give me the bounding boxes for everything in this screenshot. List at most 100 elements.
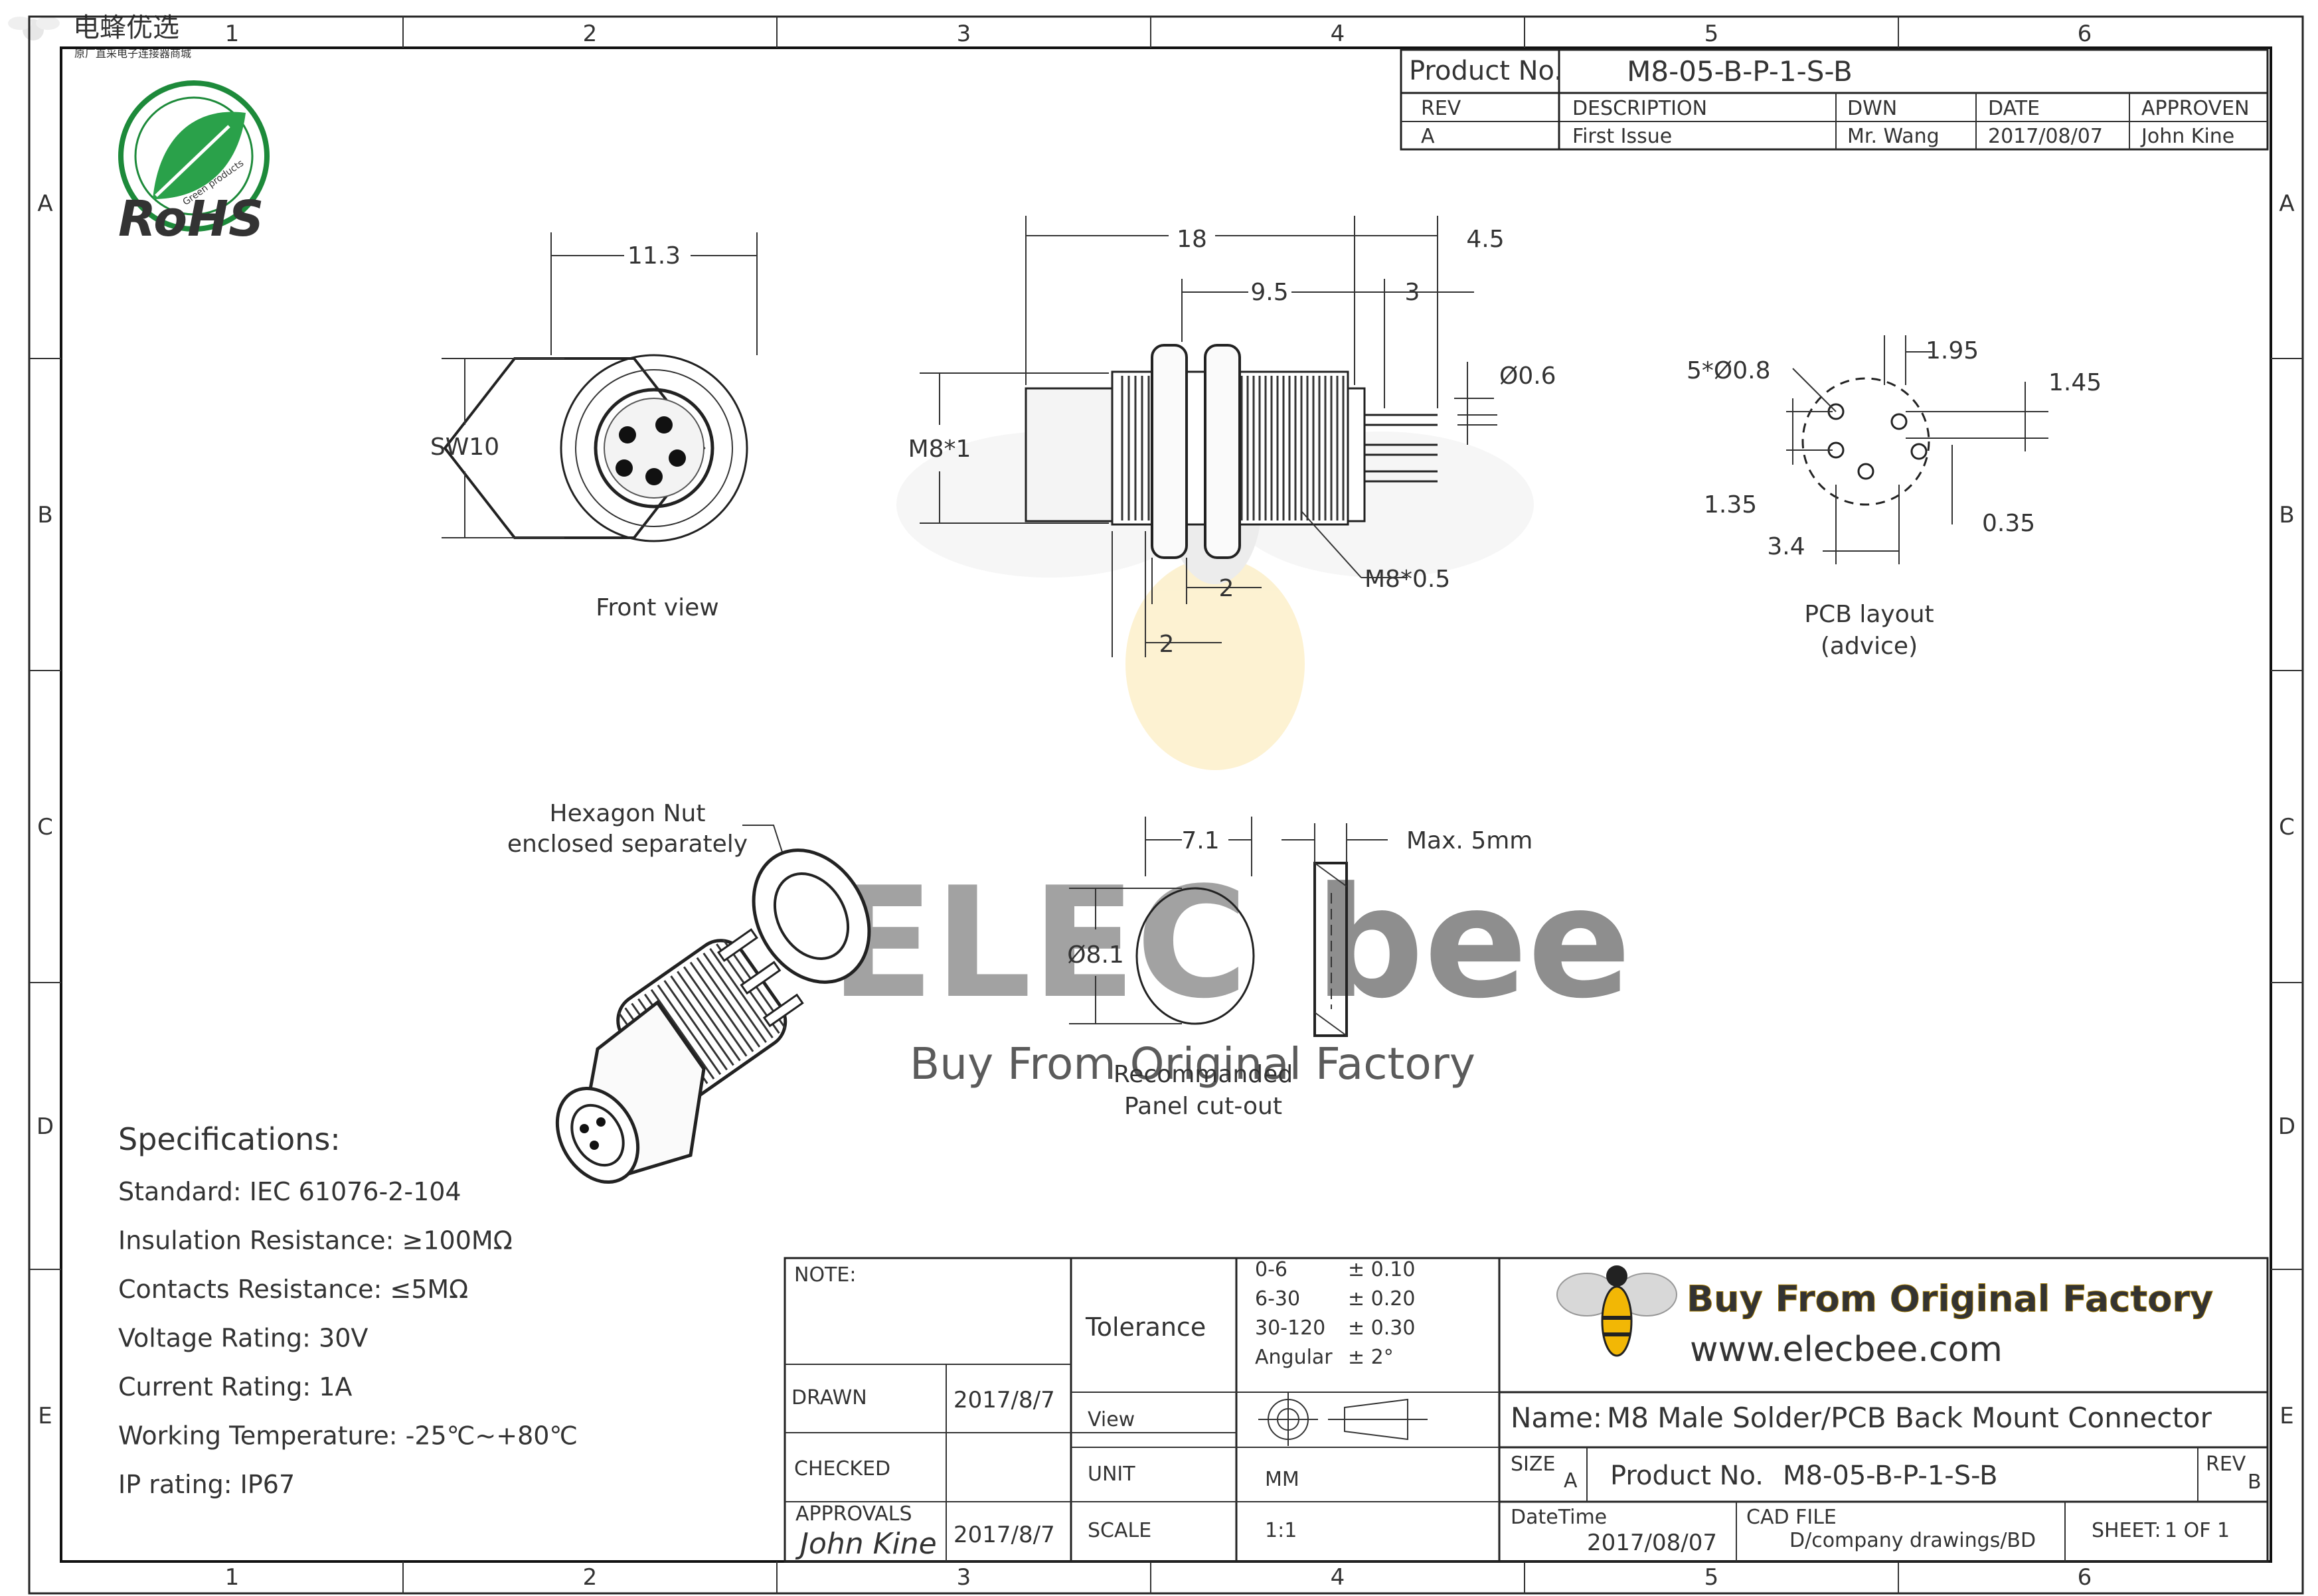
zone-col-top-6: 6 bbox=[2078, 21, 2092, 47]
zone-col-bottom-2: 2 bbox=[583, 1564, 598, 1591]
front-view-drawing bbox=[442, 232, 758, 542]
watermark-logo-bee: bee bbox=[1315, 855, 1631, 1032]
zone-row-left-A: A bbox=[37, 191, 52, 217]
tb-rev-label: REV bbox=[2206, 1453, 2246, 1476]
tb-name-label: Name: bbox=[1511, 1401, 1602, 1434]
zone-row-left-C: C bbox=[37, 814, 53, 840]
tb-name-value: M8 Male Solder/PCB Back Mount Connector bbox=[1607, 1401, 2212, 1434]
pcb-layout-drawing bbox=[1786, 335, 2048, 564]
tb-size-label: SIZE bbox=[1511, 1453, 1555, 1476]
tb-size-value: A bbox=[1564, 1469, 1578, 1492]
tb-datetime-value: 2017/08/07 bbox=[1587, 1530, 1717, 1556]
tb-brand-url[interactable]: www.elecbee.com bbox=[1690, 1330, 2003, 1370]
tb-cad-label: CAD FILE bbox=[1746, 1506, 1837, 1529]
tb-scale-value: 1:1 bbox=[1265, 1519, 1297, 1542]
spec-item: Current Rating: 1A bbox=[118, 1372, 352, 1401]
tb-scale-label: SCALE bbox=[1088, 1519, 1151, 1542]
top-watermark bbox=[8, 17, 60, 40]
side-dim-3: 3 bbox=[1405, 279, 1420, 306]
pcb-dim-1-95: 1.95 bbox=[1926, 337, 1979, 364]
zone-row-right-E: E bbox=[2279, 1403, 2293, 1429]
cutout-caption-2: Panel cut-out bbox=[1124, 1093, 1282, 1120]
spec-item: Contacts Resistance: ≤5MΩ bbox=[118, 1275, 468, 1304]
spec-item: IP rating: IP67 bbox=[118, 1470, 295, 1499]
tb-rev-value: B bbox=[2248, 1471, 2262, 1494]
tol-value: ± 2° bbox=[1348, 1346, 1394, 1369]
top-hdr-date: DATE bbox=[1988, 97, 2040, 120]
watermark-logo-elec: ELEC bbox=[830, 855, 1248, 1032]
zone-col-top-1: 1 bbox=[225, 21, 240, 47]
top-row-approven: John Kine bbox=[2140, 125, 2234, 148]
side-dim-pin: Ø0.6 bbox=[1499, 362, 1556, 390]
zone-row-right-C: C bbox=[2279, 814, 2295, 840]
top-row-desc: First Issue bbox=[1572, 125, 1672, 148]
side-dim-9-5: 9.5 bbox=[1250, 279, 1288, 306]
tb-checked-label: CHECKED bbox=[794, 1457, 890, 1480]
watermark-slogan: Buy From Original Factory bbox=[910, 1038, 1475, 1089]
cutout-dim-8-1: Ø8.1 bbox=[1067, 941, 1124, 969]
tb-cad-value: D/company drawings/BD bbox=[1789, 1529, 2036, 1552]
cutout-dim-7-1: 7.1 bbox=[1181, 827, 1219, 854]
zone-row-right-A: A bbox=[2279, 191, 2294, 217]
tb-datetime-label: DateTime bbox=[1511, 1506, 1607, 1529]
tb-product-label: Product No. bbox=[1610, 1461, 1764, 1491]
pcb-dim-0-35: 0.35 bbox=[1982, 510, 2035, 537]
pcb-caption-1: PCB layout bbox=[1804, 601, 1934, 628]
tol-value: ± 0.30 bbox=[1348, 1317, 1415, 1340]
pcb-holes: 5*Ø0.8 bbox=[1687, 357, 1771, 384]
tb-view-label: View bbox=[1088, 1408, 1135, 1431]
zone-col-top-2: 2 bbox=[583, 21, 598, 47]
tb-brand-slogan: Buy From Original Factory bbox=[1687, 1278, 2213, 1320]
top-title-block bbox=[1400, 48, 2269, 151]
side-dim-nut: 2 bbox=[1219, 575, 1234, 602]
spec-item: Standard: IEC 61076-2-104 bbox=[118, 1177, 461, 1206]
zone-col-bottom-6: 6 bbox=[2078, 1564, 2092, 1591]
tol-value: ± 0.10 bbox=[1348, 1258, 1415, 1281]
tb-sheet-label: SHEET: bbox=[2092, 1519, 2161, 1542]
top-hdr-rev: REV bbox=[1421, 97, 1461, 120]
tb-approvals-date: 2017/8/7 bbox=[953, 1522, 1055, 1548]
watermark-tagline: 原厂直采电子连接器商城 bbox=[74, 47, 191, 60]
top-hdr-approven: APPROVEN bbox=[2141, 97, 2250, 120]
tb-drawn-date: 2017/8/7 bbox=[953, 1387, 1055, 1413]
pcb-dim-3-4: 3.4 bbox=[1767, 533, 1805, 560]
side-dim-18: 18 bbox=[1177, 226, 1207, 253]
cutout-caption-1: Recommanded bbox=[1114, 1061, 1293, 1088]
top-hdr-desc: DESCRIPTION bbox=[1572, 97, 1707, 120]
tb-drawn-label: DRAWN bbox=[791, 1386, 867, 1409]
front-dim-sw: SW10 bbox=[430, 434, 499, 461]
pcb-dim-1-45: 1.45 bbox=[2048, 369, 2102, 396]
hex-nut-note-2: enclosed separately bbox=[507, 831, 748, 858]
spec-item: Voltage Rating: 30V bbox=[118, 1324, 368, 1353]
zone-col-top-4: 4 bbox=[1331, 21, 1345, 47]
side-view-drawing bbox=[920, 216, 1497, 657]
side-dim-thread: M8*1 bbox=[908, 436, 971, 463]
zone-row-left-E: E bbox=[38, 1403, 52, 1429]
bottom-title-block bbox=[784, 1257, 2269, 1563]
pcb-dim-1-35: 1.35 bbox=[1704, 491, 1757, 519]
tol-range: Angular bbox=[1255, 1346, 1333, 1369]
top-row-dwn: Mr. Wang bbox=[1847, 125, 1940, 148]
side-dim-thread-fine: M8*0.5 bbox=[1365, 566, 1450, 593]
zone-col-bottom-3: 3 bbox=[957, 1564, 971, 1591]
pcb-caption-2: (advice) bbox=[1821, 633, 1918, 660]
specs-title: Specifications: bbox=[118, 1121, 341, 1157]
zone-col-top-5: 5 bbox=[1704, 21, 1719, 47]
zone-col-bottom-5: 5 bbox=[1704, 1564, 1719, 1591]
zone-col-bottom-4: 4 bbox=[1331, 1564, 1345, 1591]
tb-approvals-signature: John Kine bbox=[795, 1527, 937, 1561]
front-view-caption: Front view bbox=[596, 594, 718, 621]
zone-row-right-B: B bbox=[2279, 502, 2294, 528]
top-product-label: Product No. bbox=[1409, 56, 1562, 86]
cutout-max: Max. 5mm bbox=[1406, 827, 1532, 854]
rohs-logo bbox=[118, 80, 270, 232]
side-dim-flange: 2 bbox=[1159, 631, 1175, 658]
panel-cutout-drawing bbox=[1069, 817, 1388, 1037]
tb-tolerance-label: Tolerance bbox=[1085, 1313, 1206, 1342]
tb-unit-label: UNIT bbox=[1088, 1463, 1135, 1486]
tb-approvals-label: APPROVALS bbox=[795, 1502, 912, 1526]
